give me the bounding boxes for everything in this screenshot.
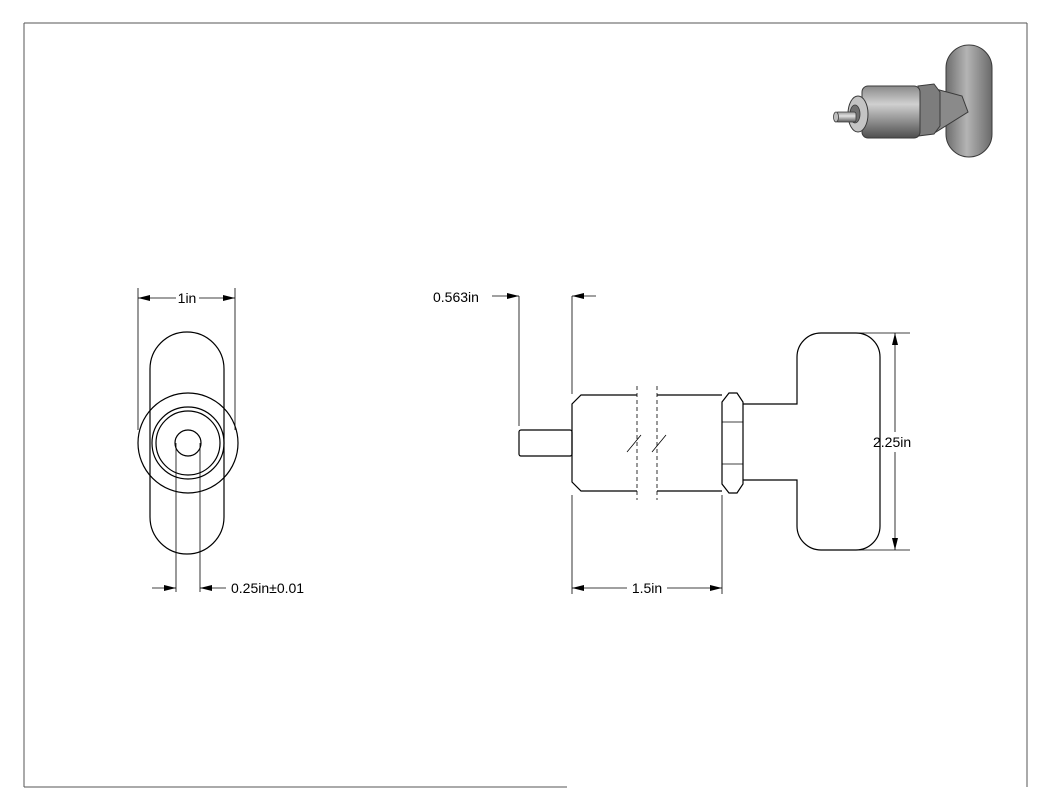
sheet-border [23,22,1028,788]
side-hex-nut [721,392,744,494]
side-view [518,296,910,594]
side-body-right [657,394,722,492]
render-pin [835,111,857,123]
side-pin-outline [518,429,573,457]
front-body-circle [155,410,221,476]
front-inner-collar [151,406,225,480]
dimension-label-body-length: 1.5in [632,580,662,596]
front-outer-collar [137,392,239,494]
dimension-front-width: 1in [138,290,235,306]
dimension-pin-diameter: 0.25in±0.01 [152,580,304,596]
front-pin-circle [174,429,202,457]
isometric-render-thumbnail [833,44,993,158]
side-body-left [571,394,637,492]
side-handle-outline [743,332,881,551]
dimension-label-handle-height: 2.25in [873,434,911,450]
front-view [137,288,239,592]
dimension-handle-height: 2.25in [873,333,911,550]
render-body [861,85,921,139]
render-hex-nut [917,83,941,137]
dimension-body-length: 1.5in [572,580,722,596]
dimension-label-front-width: 1in [178,290,197,306]
dimension-shank-offset: 0.563in [433,289,596,305]
dimension-label-shank-offset: 0.563in [433,289,479,305]
dimension-label-pin-diameter: 0.25in±0.01 [231,580,304,596]
